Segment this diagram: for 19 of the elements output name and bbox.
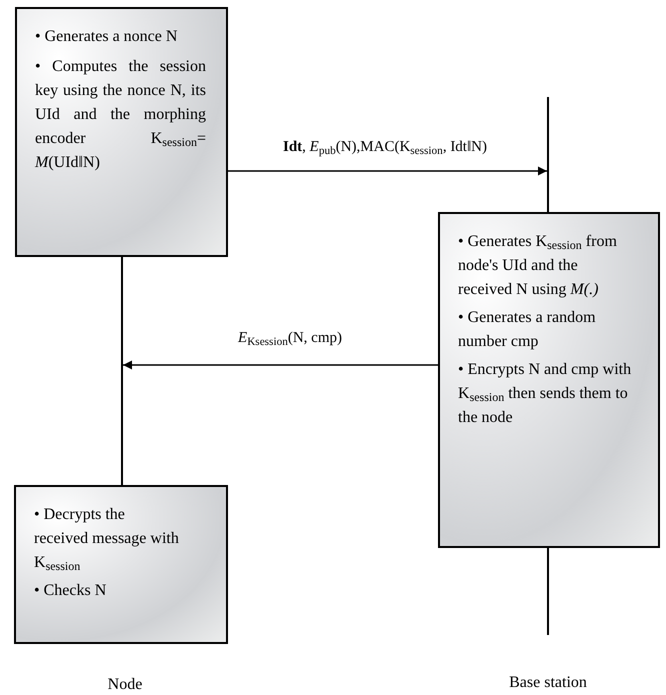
bullet-text: • Decrypts the received message with K$_{session}$ xyxy=(34,505,180,575)
bullet-text: • Generates a nonce N xyxy=(35,27,178,47)
lifeline xyxy=(547,548,549,635)
bullet-text: • Computes the session key using the nonce N, its UId and the morphing encoder K$_{session}$= M(UId‖N) xyxy=(35,57,206,173)
arrow xyxy=(123,360,438,370)
bullet-text: • Encrypts N and cmp with K$_{session}$ then sends them to the node xyxy=(458,360,632,428)
lifeline xyxy=(547,97,549,212)
bullet-text: • Generates a random number cmp xyxy=(458,308,597,352)
participant-label: Base station xyxy=(509,673,587,693)
process-box xyxy=(438,212,660,548)
edge-label: E$_{Ksession}$(N, cmp) xyxy=(236,329,344,347)
process-box xyxy=(15,7,228,257)
bullet-text: • Generates K$_{session}$ from node's UId and the received N using M(.) xyxy=(458,232,618,300)
edge-label: Idt, E$_{pub}$(N),MAC(K$_{session}$, Idt‖N) xyxy=(280,138,490,156)
bullet-text: • Checks N xyxy=(34,581,108,601)
arrow xyxy=(228,166,547,176)
participant-label: Node xyxy=(108,675,142,695)
process-box xyxy=(14,485,228,644)
lifeline xyxy=(121,257,123,485)
